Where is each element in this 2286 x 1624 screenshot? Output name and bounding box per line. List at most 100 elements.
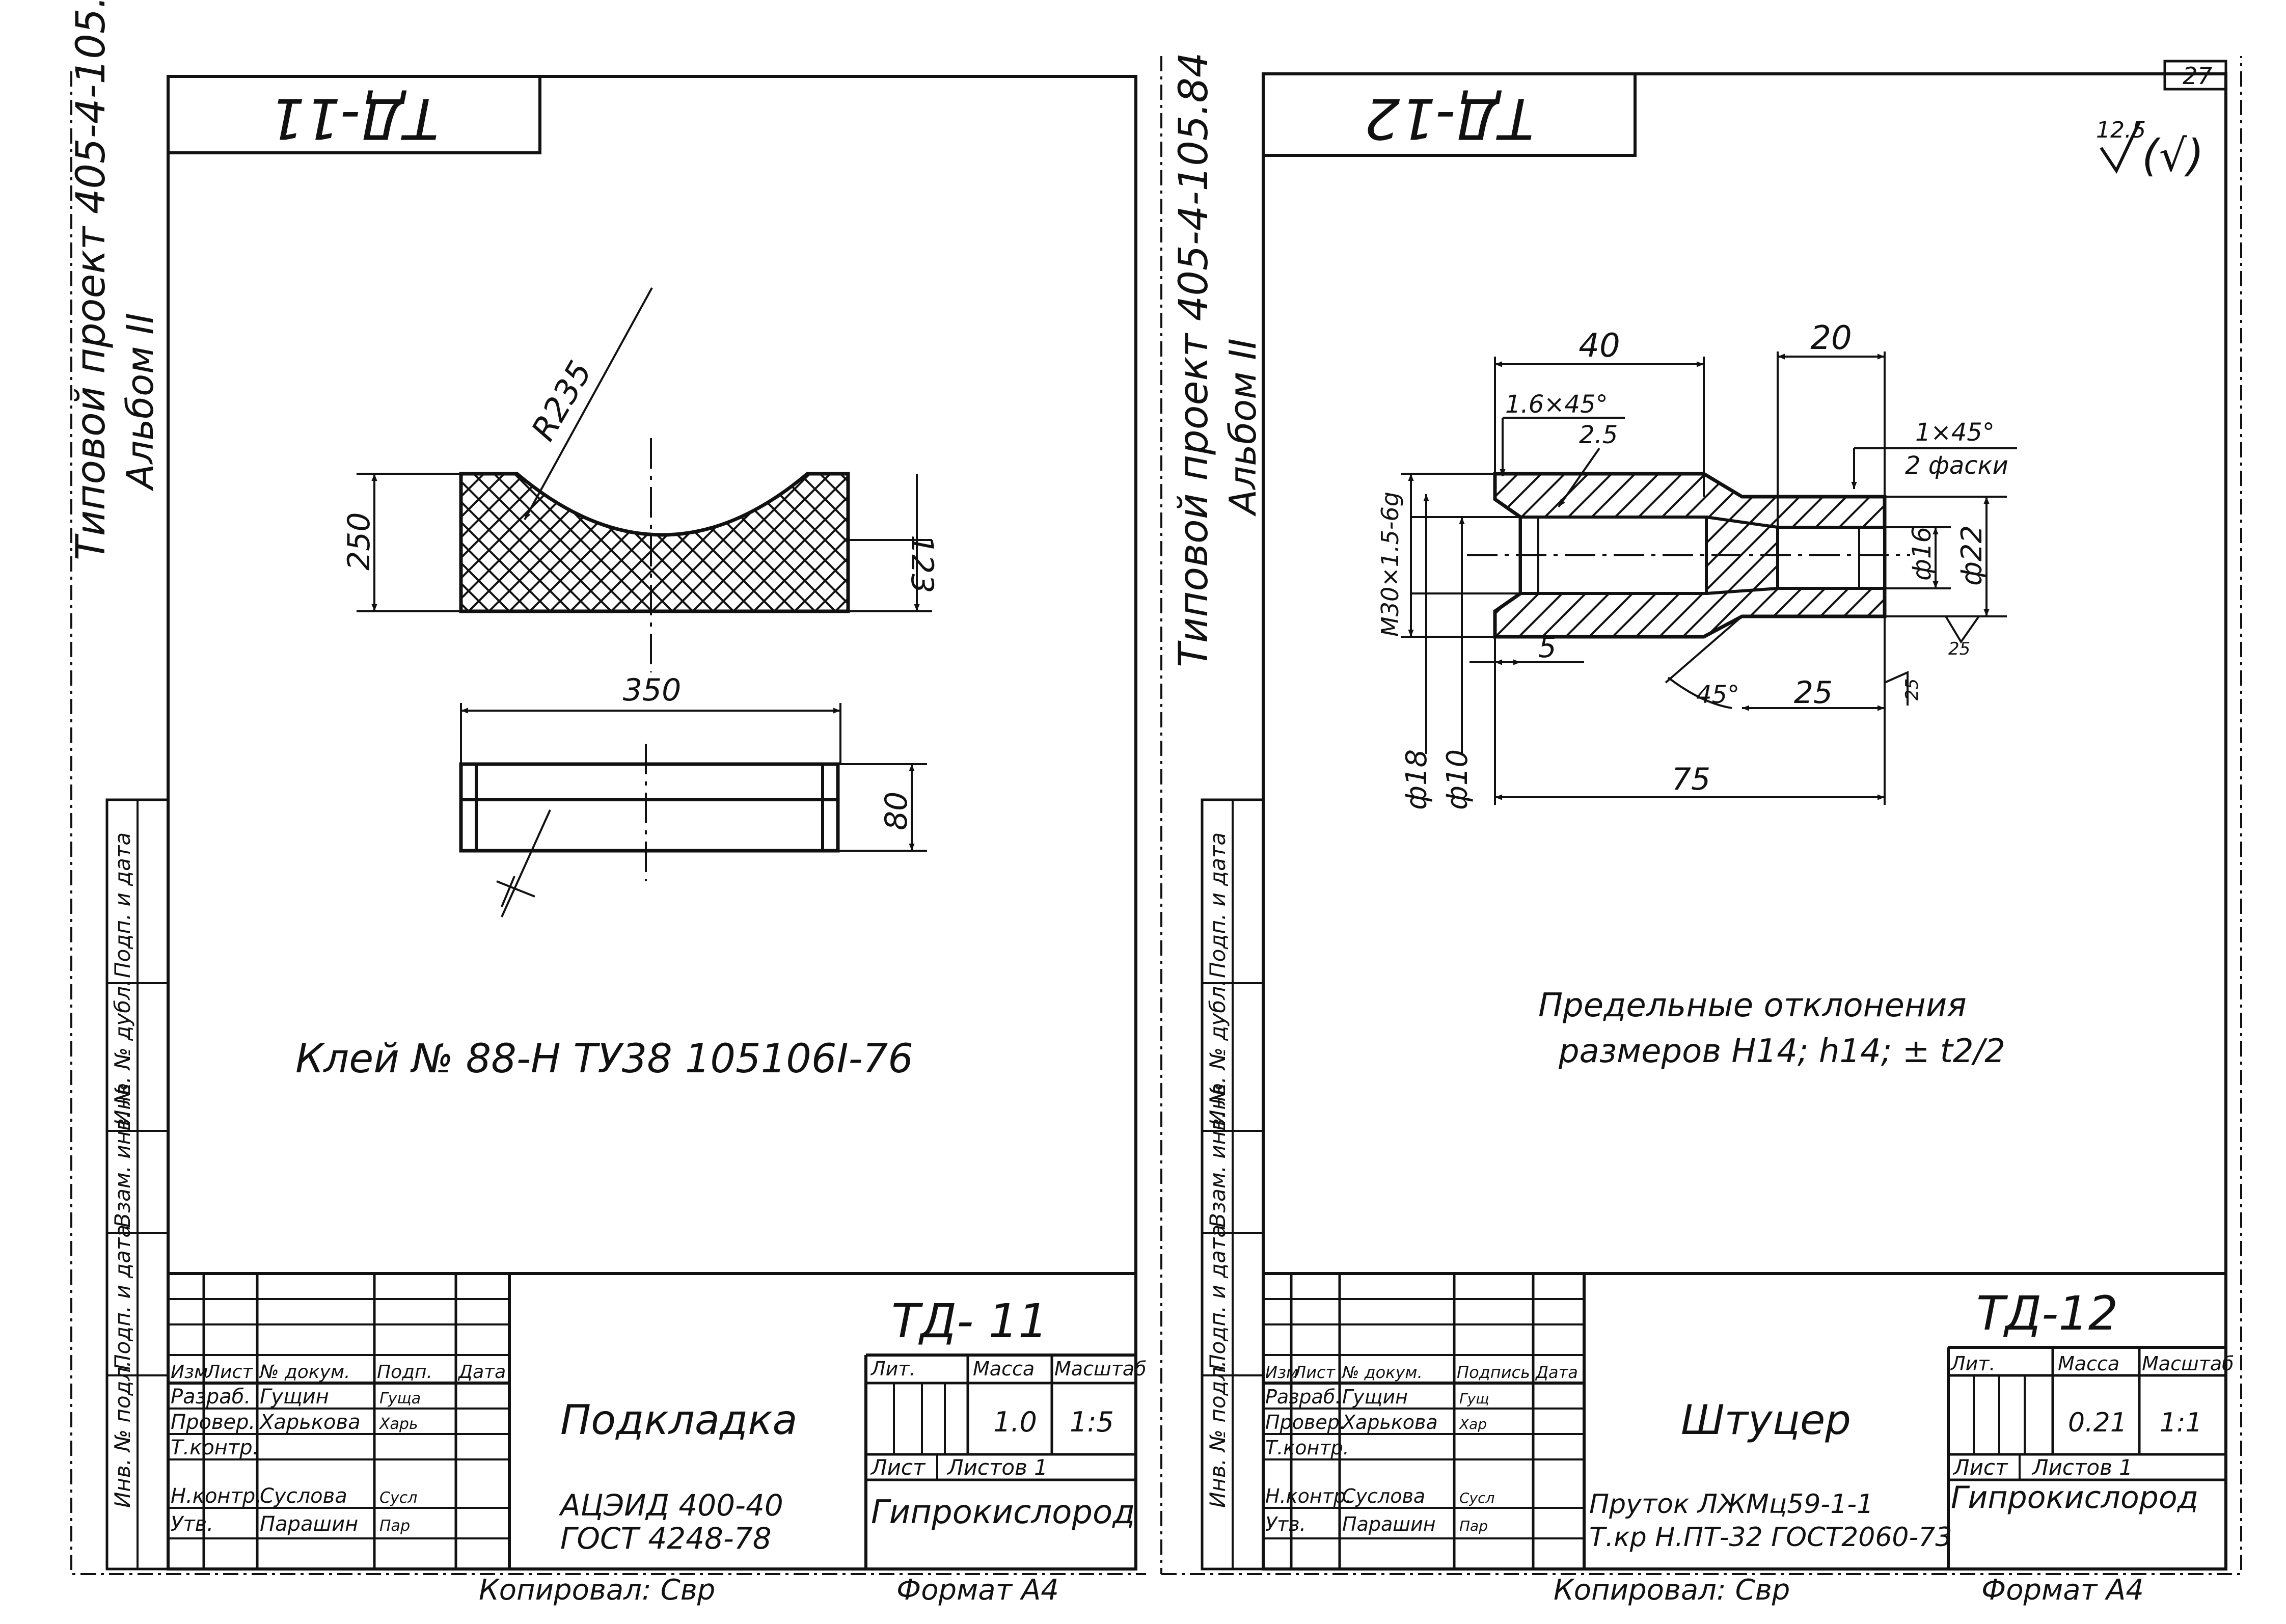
fitting-section-view: 40 20 1.6×45° 2.5 1×45° 2 фаски М30×1.5-… bbox=[1376, 319, 2017, 810]
col-sign: Подпись bbox=[1457, 1363, 1530, 1382]
mass-value: 1.0 bbox=[993, 1406, 1037, 1438]
tolerance-note-1: Предельные отклонения bbox=[1538, 987, 1967, 1024]
roughness-value: 12.5 bbox=[2096, 117, 2146, 143]
dim-d16: ф16 bbox=[1907, 527, 1937, 581]
dim-chamfer-2b: 2 фаски bbox=[1905, 451, 2008, 480]
row-role: Н.контр. bbox=[171, 1484, 262, 1508]
right-sheet: 27 Типовой проект 405-4-105.84 Альбом II… bbox=[1161, 52, 2242, 1607]
row-signature: Харь bbox=[378, 1415, 418, 1433]
scale-value: 1:5 bbox=[1070, 1406, 1114, 1438]
mass-value: 0.21 bbox=[2068, 1408, 2127, 1438]
dim-d18: ф18 bbox=[1400, 749, 1433, 810]
copied-by: Копировал: Свр bbox=[1554, 1574, 1790, 1607]
dim-40: 40 bbox=[1579, 327, 1620, 365]
sheet-label: Лист bbox=[1952, 1455, 2008, 1480]
row-signature: Хар bbox=[1458, 1416, 1487, 1432]
sheet-label: Лист bbox=[870, 1455, 926, 1480]
col-list: Лист bbox=[1293, 1363, 1336, 1382]
material-line-1: АЦЭИД 400-40 bbox=[558, 1488, 783, 1523]
side-project-title: Типовой проект 405-4-105.84 bbox=[68, 0, 114, 560]
dim-width-350: 350 bbox=[623, 672, 682, 708]
material-line-2: Т.кр Н.ПТ-32 ГОСТ2060-73 bbox=[1589, 1522, 1952, 1553]
svg-side-strip: Инв. № подл. Подп. и дата Взам. инв. № И… bbox=[1201, 798, 1265, 1571]
scale-value: 1:1 bbox=[2160, 1408, 2202, 1438]
pad-top-view: 350 80 bbox=[459, 672, 927, 917]
row-name: Парашин bbox=[1342, 1513, 1436, 1535]
dim-75: 75 bbox=[1672, 762, 1710, 797]
side-cell-dup: Инв. № дубл. bbox=[110, 980, 135, 1126]
side-cell-replace: Взам. инв. № bbox=[110, 1082, 135, 1228]
roughness-paren: (√) bbox=[2142, 130, 2204, 181]
side-approval-strip: Инв. № подл. Подп. и дата Взам. инв. № И… bbox=[105, 798, 170, 1571]
tolerance-note-2: размеров Н14; h14; ± t2/2 bbox=[1558, 1033, 2005, 1070]
row-name: Суслова bbox=[1342, 1485, 1425, 1507]
row-role: Разраб. bbox=[1265, 1386, 1341, 1408]
row-role: Провер. bbox=[1265, 1411, 1346, 1433]
row-role: Провер. bbox=[171, 1411, 255, 1434]
row-name: Харькова bbox=[259, 1411, 361, 1434]
col-izm: Изм bbox=[1265, 1363, 1298, 1382]
material-line-1: Пруток ЛЖМц59-1-1 bbox=[1589, 1489, 1873, 1520]
row-signature: Гуща bbox=[379, 1390, 421, 1408]
title-block-right: Изм Лист № докум. Подпись Дата Разраб. Г… bbox=[1263, 1272, 2234, 1569]
dim-chamfer-1: 1.6×45° bbox=[1505, 390, 1608, 419]
hdr-lit: Лит. bbox=[870, 1358, 916, 1380]
dim-radius: R235 bbox=[525, 355, 600, 447]
dim-d22: ф22 bbox=[1955, 525, 1989, 586]
side-album: Альбом II bbox=[119, 313, 161, 491]
organization: Гипрокислород bbox=[1951, 1480, 2198, 1515]
col-sign: Подп. bbox=[377, 1362, 432, 1383]
sheets-label: Листов 1 bbox=[2031, 1455, 2133, 1480]
row-role: Утв. bbox=[1265, 1513, 1306, 1535]
left-sheet: Типовой проект 405-4-105.84 Альбом II ТД… bbox=[68, 0, 1162, 1607]
material-line-2: ГОСТ 4248-78 bbox=[560, 1521, 772, 1556]
dim-height-80: 80 bbox=[879, 792, 914, 830]
dim-d10: ф10 bbox=[1441, 749, 1474, 810]
col-list: Лист bbox=[205, 1362, 253, 1383]
row-signature: Пар bbox=[379, 1517, 410, 1535]
roughness-symbol: 12.5 (√) bbox=[2096, 117, 2204, 181]
row-name: Гущин bbox=[260, 1385, 329, 1409]
side-cell-sign: Подп. и дата bbox=[1205, 1225, 1230, 1370]
stamp-rotated-code: ТД-11 bbox=[269, 86, 439, 151]
dim-thread: М30×1.5-6g bbox=[1376, 492, 1404, 637]
pad-front-view: R235 250 123 bbox=[341, 287, 940, 672]
format-label: Формат А4 bbox=[896, 1574, 1059, 1607]
rough-mark-2: 25 bbox=[1902, 679, 1922, 700]
row-role: Н.контр. bbox=[1265, 1485, 1352, 1507]
col-date: Дата bbox=[457, 1362, 506, 1383]
row-role: Разраб. bbox=[171, 1385, 251, 1409]
side-cell-replace: Взам. инв. № bbox=[1205, 1082, 1230, 1228]
dim-25: 25 bbox=[1794, 675, 1833, 711]
side-cell-dup: Инв. № дубл. bbox=[1205, 980, 1230, 1126]
rough-mark-1: 25 bbox=[1948, 639, 1970, 659]
row-role: Т.контр. bbox=[171, 1436, 259, 1459]
col-date: Дата bbox=[1535, 1363, 1578, 1382]
page-number-box bbox=[2163, 60, 2227, 91]
side-project-title: Типовой проект 405-4-105.84 bbox=[1171, 52, 1217, 667]
glue-note: Клей № 88-Н ТУ38 105106І-76 bbox=[295, 1036, 913, 1082]
col-izm: Изм bbox=[171, 1362, 208, 1383]
row-name: Гущин bbox=[1342, 1386, 1408, 1408]
stamp-rotated-code: ТД-12 bbox=[1365, 86, 1534, 151]
row-name: Харькова bbox=[1341, 1411, 1438, 1433]
side-cell-inv: Инв. № подл. bbox=[110, 1360, 135, 1508]
hdr-mass: Масса bbox=[973, 1358, 1035, 1380]
row-role: Утв. bbox=[171, 1512, 213, 1536]
part-name: Штуцер bbox=[1681, 1396, 1851, 1444]
hdr-mass: Масса bbox=[2058, 1352, 2119, 1375]
row-signature: Гущ bbox=[1459, 1390, 1489, 1407]
drawing-code: ТД-12 bbox=[1976, 1286, 2118, 1341]
side-cell-sign2: Подп. и дата bbox=[1205, 832, 1230, 978]
format-label: Формат А4 bbox=[1981, 1574, 2144, 1607]
side-album: Альбом II bbox=[1221, 338, 1264, 517]
dim-20: 20 bbox=[1810, 319, 1852, 357]
frame-right bbox=[1262, 72, 2227, 1571]
dim-height-123: 123 bbox=[904, 535, 940, 593]
organization: Гипрокислород bbox=[871, 1494, 1135, 1531]
col-doc: № докум. bbox=[259, 1362, 350, 1383]
part-name: Подкладка bbox=[560, 1396, 798, 1444]
dim-height-250: 250 bbox=[341, 512, 377, 571]
hdr-scale: Масштаб bbox=[1054, 1358, 1147, 1380]
